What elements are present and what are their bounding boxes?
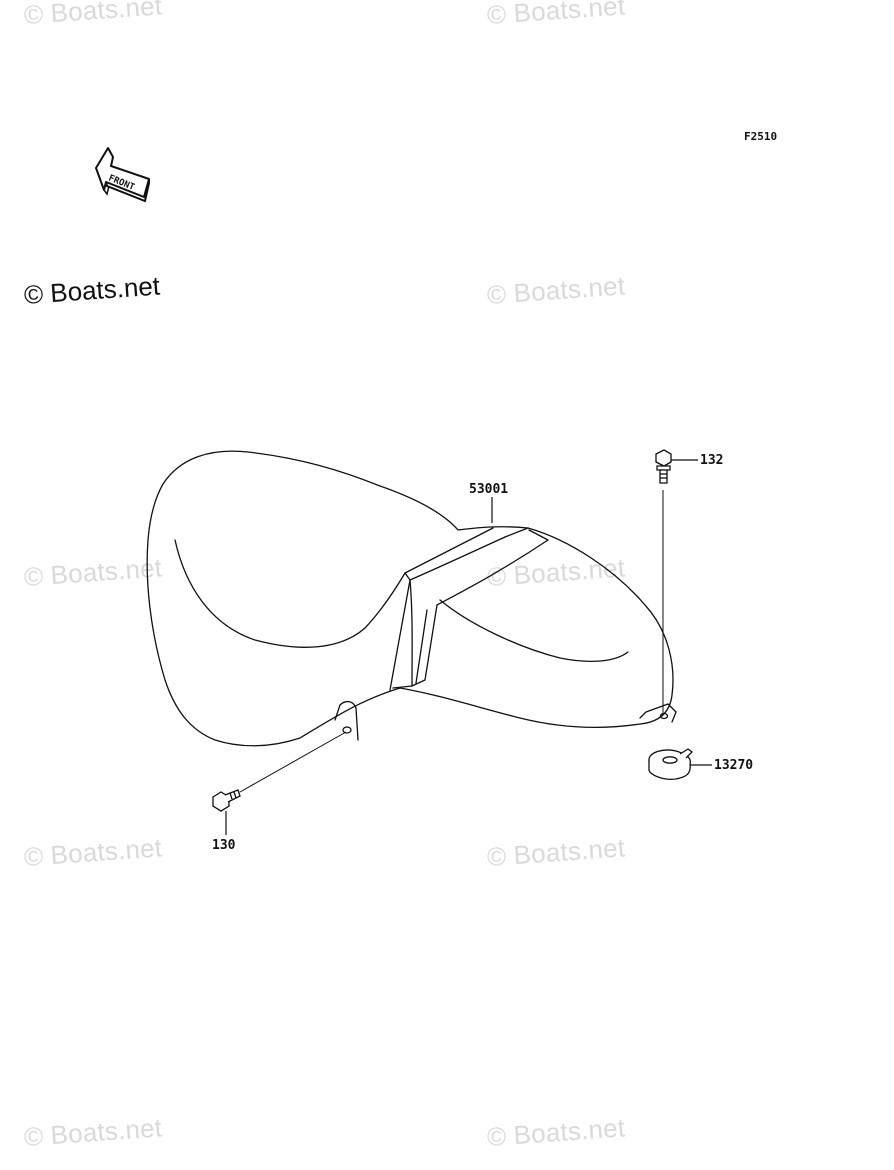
front-arrow-icon: FRONT (95, 147, 150, 203)
part-number-damper[interactable]: 13270 (714, 758, 754, 773)
figure-code: F2510 (744, 130, 778, 143)
damper-icon (648, 748, 693, 780)
bolt-icon (212, 789, 241, 812)
seat (146, 450, 677, 747)
bolt-front-leader (239, 731, 347, 793)
part-number-bolt-front[interactable]: 130 (212, 838, 236, 853)
bolt-icon (655, 449, 672, 484)
part-number-bolt-rear[interactable]: 132 (700, 453, 724, 468)
part-number-seat[interactable]: 53001 (469, 482, 509, 497)
